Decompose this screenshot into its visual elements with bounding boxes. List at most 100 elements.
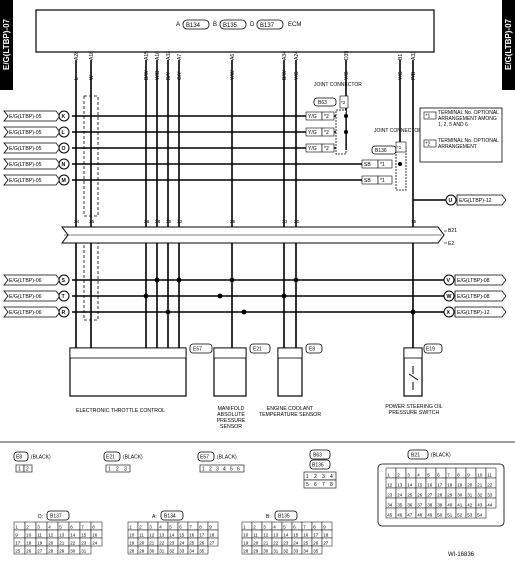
pin-number: 45 xyxy=(387,512,393,517)
wire-color: B/W xyxy=(144,70,150,80)
pin-number: 28 xyxy=(243,548,249,553)
junction-dots xyxy=(143,114,416,315)
pin-number: 38 xyxy=(427,502,433,507)
cv-e8-name: E8 xyxy=(16,455,22,461)
pin-b1: B1 xyxy=(398,54,404,60)
pin-number: 30 xyxy=(70,548,76,553)
cv-pin: 1 xyxy=(18,467,21,473)
splice-lower-label: E2 xyxy=(448,241,454,247)
joint-b63-term: *2 xyxy=(324,146,329,152)
pin-number: 14 xyxy=(70,532,76,537)
pin-cell xyxy=(321,537,333,547)
pin-number: 8 xyxy=(457,472,460,477)
pin-number: 19 xyxy=(37,540,43,545)
cv-a-name: B134 xyxy=(164,514,176,520)
pin-number: 29 xyxy=(139,548,145,553)
pin-number: 22 xyxy=(70,540,76,545)
joint-b63-term: *2 xyxy=(324,114,329,120)
right-ref-text: E/G(LTBP)-12 xyxy=(459,198,492,204)
ecm-conn-a-frame xyxy=(182,19,210,30)
pin-number: 17 xyxy=(199,532,205,537)
pin-number: 33 xyxy=(293,548,299,553)
pin-number: 16 xyxy=(303,532,309,537)
lower-left-ref-tags: E/G(LTBP)-06 S E/G(LTBP)-06 T E/G(LTBP)-… xyxy=(3,274,70,318)
left-ref-letter-l: L xyxy=(62,130,66,136)
pin-number: 12 xyxy=(263,532,269,537)
left-ref-text: E/G(LTBP)-06 xyxy=(9,310,42,316)
ecm-conn-a: B134 xyxy=(186,23,201,29)
pin-number: 6 xyxy=(293,524,296,529)
pin-number: 35 xyxy=(199,548,205,553)
wire-color: L xyxy=(74,77,80,80)
pin-number: 11 xyxy=(139,532,144,537)
pin-number: 35 xyxy=(397,502,403,507)
pin-a6: A6 xyxy=(230,54,236,60)
pin-a24: A24 xyxy=(294,51,300,60)
wire-color: W/B xyxy=(155,70,161,80)
pin-number: 31 xyxy=(273,548,279,553)
pin-number: 1 xyxy=(243,524,246,529)
pin-a15: A15 xyxy=(144,51,150,60)
pin-number: 19 xyxy=(243,540,249,545)
pin-number: 9 xyxy=(323,524,326,529)
pin-number: 44 xyxy=(487,502,493,507)
left-ref-text: E/G(LTBP)-05 xyxy=(9,130,42,136)
pin-number: 7 xyxy=(303,524,306,529)
pin-number: 12 xyxy=(149,532,155,537)
ecm-conn-d-frame xyxy=(256,19,284,30)
cv-pin: 4 xyxy=(330,474,333,480)
pin-number: 4 xyxy=(48,524,51,529)
ecm-conn-d: B137 xyxy=(260,23,275,29)
pin-number: 26 xyxy=(199,540,205,545)
pin-number: 9 xyxy=(15,532,18,537)
pin-number: 34 xyxy=(387,502,393,507)
map-label: MANIFOLD ABSOLUTE PRESSURE SENSOR xyxy=(216,406,246,430)
pin-number: 13 xyxy=(273,532,279,537)
pin-cell xyxy=(475,507,487,519)
pin-number: 40 xyxy=(447,502,453,507)
pin-number: 9 xyxy=(209,524,212,529)
pin-number: 25 xyxy=(15,548,21,553)
pin-number: 18 xyxy=(447,482,453,487)
pin-cell xyxy=(197,545,209,555)
pin-number: 4 xyxy=(273,524,276,529)
pin-number: 25 xyxy=(303,540,309,545)
pin-number: 16 xyxy=(427,482,433,487)
pin-number: 19 xyxy=(457,482,463,487)
pin-number: 3 xyxy=(149,524,152,529)
legend-text-1: TERMINAL No. OPTIONAL ARRANGEMENT AMONG … xyxy=(438,110,499,128)
pin-number: 2 xyxy=(397,472,400,477)
legend-text-2: TERMINAL No. OPTIONAL ARRANGEMENT xyxy=(438,138,499,150)
pin-cell xyxy=(90,537,103,547)
cv-pin: 5 xyxy=(230,467,233,473)
splice-pin: 24 xyxy=(74,219,80,225)
pin-number: 43 xyxy=(477,502,483,507)
pin-number: 15 xyxy=(81,532,87,537)
cv-b136-name: B136 xyxy=(312,463,324,469)
pin-number: 23 xyxy=(283,540,289,545)
pin-number: 6 xyxy=(179,524,182,529)
pin-number: 8 xyxy=(313,524,316,529)
pin-number: 28 xyxy=(437,492,443,497)
joint-b63-conn: B63 xyxy=(318,100,327,106)
left-ref-tags: E/G(LTBP)-05 K E/G(LTBP)-05 L E/G(LTBP)-… xyxy=(3,110,70,186)
pin-number: 4 xyxy=(159,524,162,529)
lower-bus-lines xyxy=(72,279,444,313)
pin-a33: A33 xyxy=(411,51,417,60)
ecm-prefix-a: A xyxy=(176,22,180,28)
pin-number: 31 xyxy=(467,492,473,497)
left-ref-letter-s: S xyxy=(62,278,66,284)
pin-number: 42 xyxy=(467,502,473,507)
pin-number: 24 xyxy=(293,540,299,545)
cv-pin: 5 xyxy=(306,482,309,488)
cv-e21-name: E21 xyxy=(106,455,115,461)
pin-number: 7 xyxy=(447,472,450,477)
pin-number: 23 xyxy=(169,540,175,545)
joint-b63-wire: Y/G xyxy=(308,146,317,152)
joint-b63-term: *2 xyxy=(324,130,329,136)
joint-connector-b63: JOINT CONNECTOR B63 Y/G *2 Y/G *2 Y/G *2… xyxy=(305,82,362,155)
right-ref-text: E/G(LTBP)-08 xyxy=(457,278,490,284)
joint-b136-top-term: *1 xyxy=(397,145,402,150)
